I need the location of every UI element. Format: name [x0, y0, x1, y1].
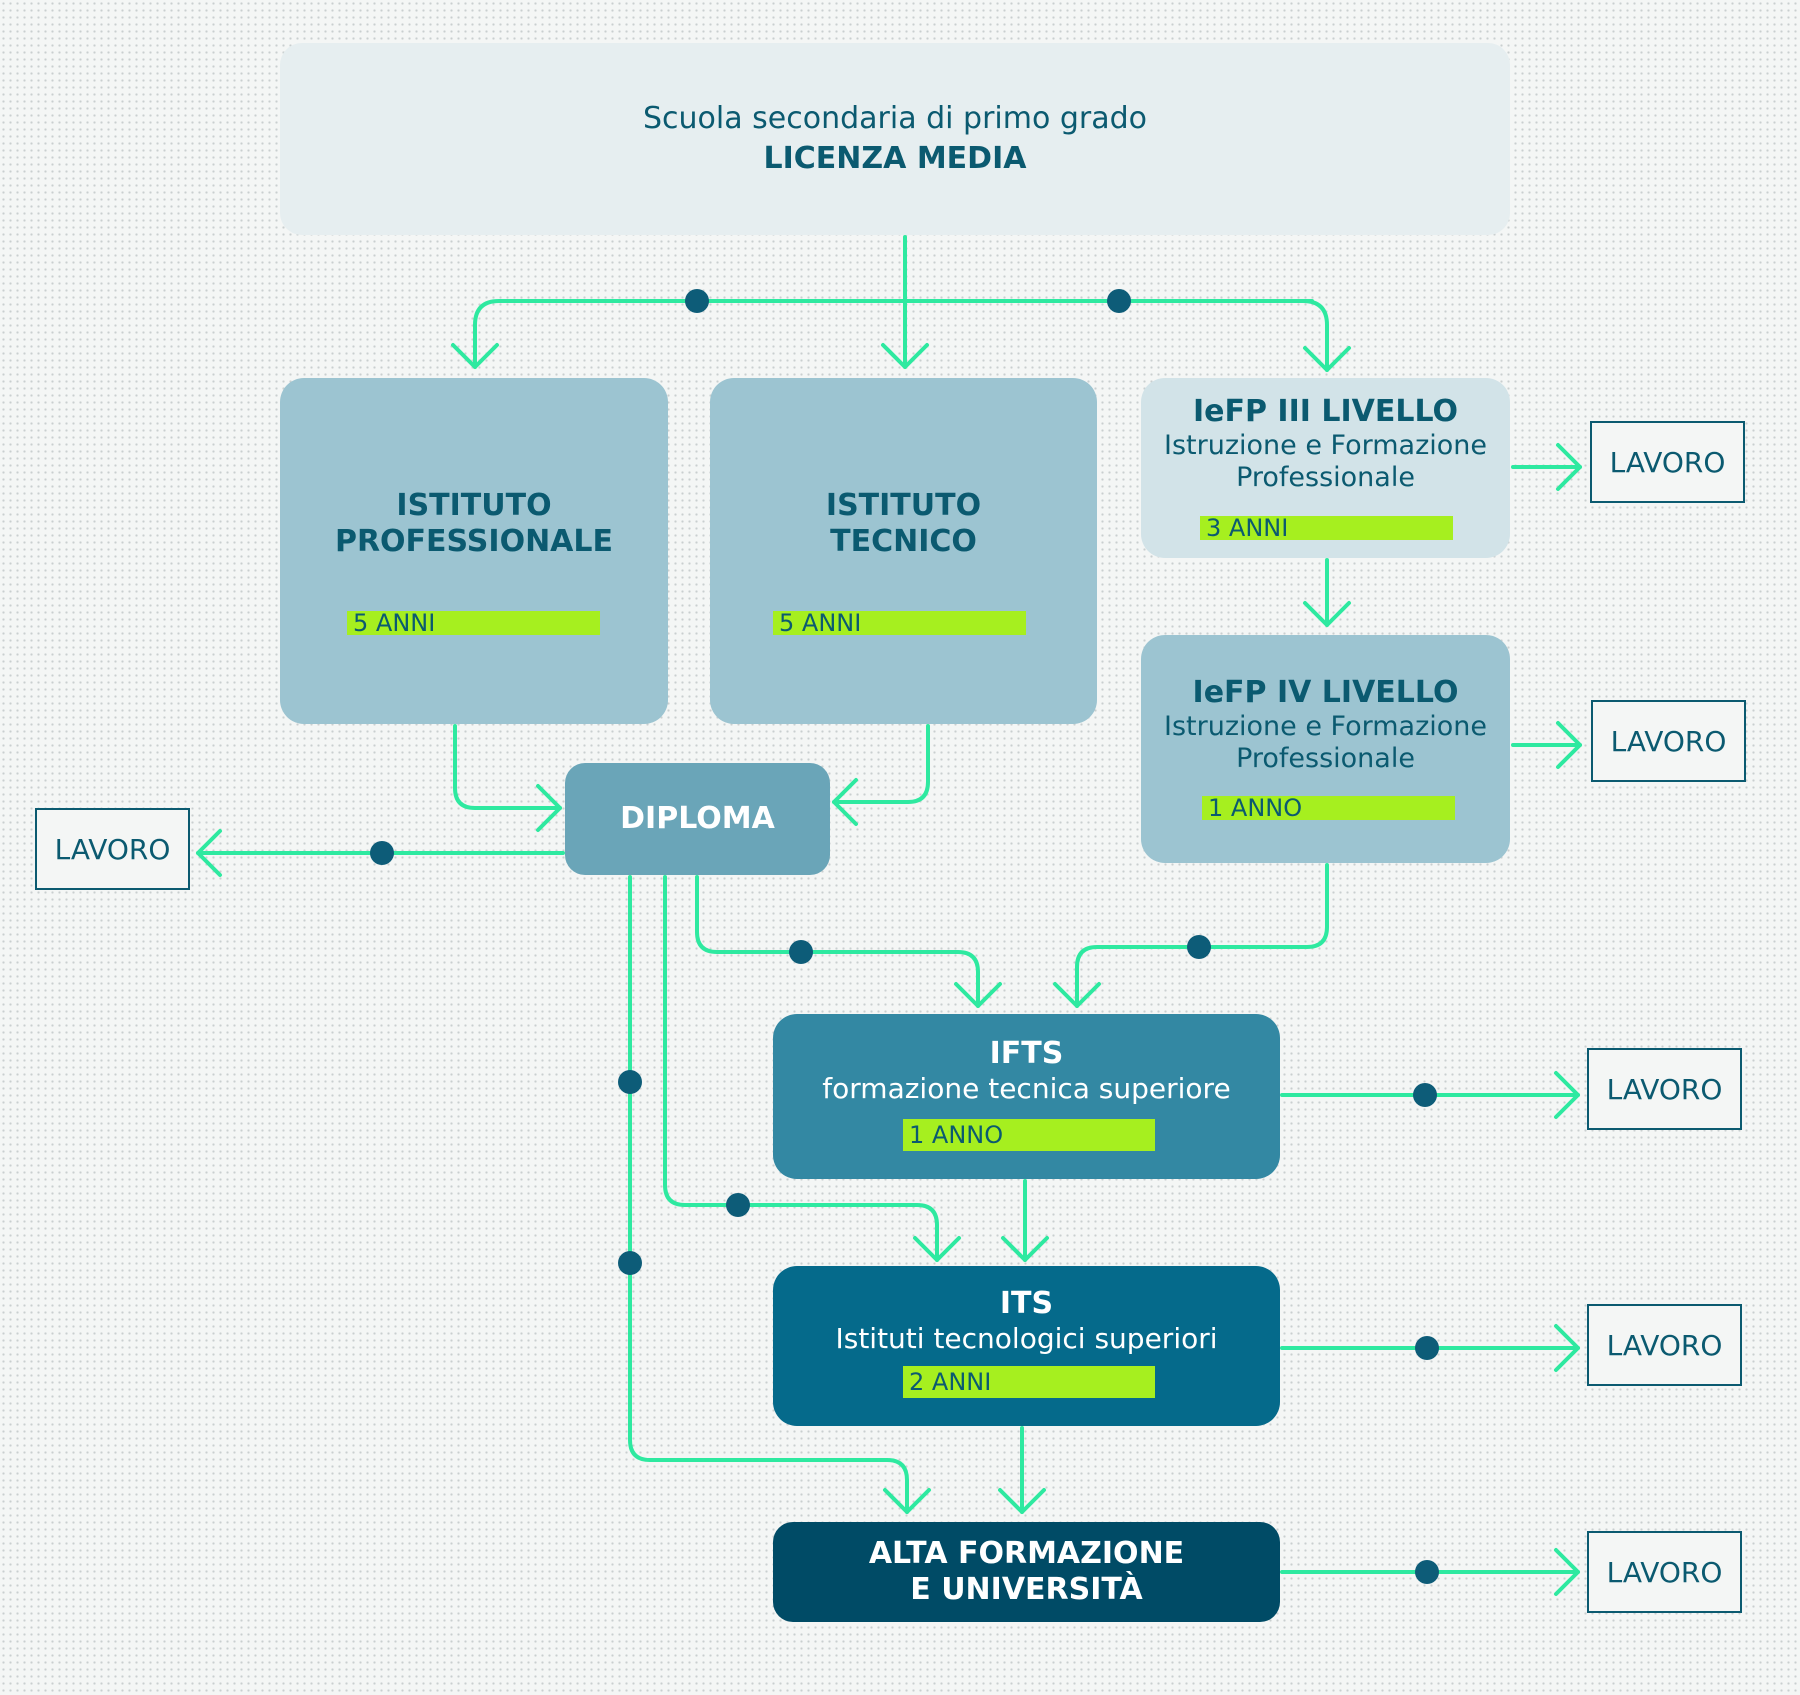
arrowhead-alta-right [998, 1488, 1046, 1514]
licenza-media-box: Scuola secondaria di primo grado LICENZA… [280, 43, 1510, 235]
connector-dot [370, 841, 394, 865]
iefp-iii-line2: Professionale [1236, 462, 1415, 493]
ifts-duration-tag: 1 ANNO [903, 1119, 1155, 1151]
its-title: ITS [999, 1286, 1054, 1321]
arrowhead-iefp-iv [1303, 601, 1351, 627]
connector-dot [789, 940, 813, 964]
connector-dot [1107, 289, 1131, 313]
iefp-iv-box: IeFP IV LIVELLO Istruzione e Formazione … [1141, 635, 1510, 863]
connector-dot [618, 1251, 642, 1275]
arrowhead-lavoro-diploma [196, 829, 222, 877]
line-top-to-professionale [473, 299, 1314, 369]
licenza-media-title: LICENZA MEDIA [763, 141, 1027, 176]
diploma-box: DIPLOMA [565, 763, 830, 875]
line-tecnico-to-diploma [832, 724, 930, 804]
connector-dot [685, 289, 709, 313]
ifts-box: IFTS formazione tecnica superiore [773, 1014, 1280, 1179]
tecnico-line2: TECNICO [830, 524, 977, 559]
alta-formazione-box: ALTA FORMAZIONE E UNIVERSITÀ [773, 1522, 1280, 1622]
arrowhead-lavoro-its [1554, 1324, 1580, 1372]
ifts-title: IFTS [989, 1036, 1064, 1071]
licenza-media-subtitle: Scuola secondaria di primo grado [642, 101, 1148, 136]
arrowhead-ifts-right [1053, 982, 1101, 1008]
iefp-iv-line2: Professionale [1236, 743, 1415, 774]
professionale-line1: ISTITUTO [396, 488, 552, 523]
lavoro-box-ifts: LAVORO [1587, 1048, 1742, 1130]
connector-dot [1413, 1083, 1437, 1107]
arrowhead-iefp-iii [1303, 346, 1351, 372]
arrowhead-diploma-right [832, 778, 858, 826]
its-box: ITS Istituti tecnologici superiori [773, 1266, 1280, 1426]
professionale-line2: PROFESSIONALE [334, 524, 614, 559]
arrowhead-tecnico [881, 343, 929, 369]
arrowhead-its-left [913, 1236, 961, 1262]
arrowhead-lavoro-iefp-iii [1556, 443, 1582, 491]
connector-dot [1187, 935, 1211, 959]
connector-dot [1415, 1336, 1439, 1360]
its-duration-tag: 2 ANNI [903, 1366, 1155, 1398]
tecnico-duration-tag: 5 ANNI [773, 611, 1026, 635]
lavoro-box-diploma: LAVORO [35, 808, 190, 890]
iefp-iii-title: IeFP III LIVELLO [1192, 394, 1459, 429]
arrowhead-lavoro-alta [1554, 1548, 1580, 1596]
line-diploma-to-alta [628, 875, 909, 1514]
arrowhead-diploma-left [536, 784, 562, 832]
professionale-duration-tag: 5 ANNI [347, 611, 600, 635]
line-diploma-to-ifts [695, 875, 980, 1008]
iefp-iv-title: IeFP IV LIVELLO [1192, 675, 1459, 710]
diploma-label: DIPLOMA [620, 801, 775, 836]
iefp-iii-duration-tag: 3 ANNI [1200, 516, 1453, 540]
line-professionale-to-diploma [453, 724, 562, 810]
its-subtitle: Istituti tecnologici superiori [835, 1322, 1218, 1355]
istituto-professionale-box: ISTITUTO PROFESSIONALE [280, 378, 668, 724]
lavoro-box-iefp-iv: LAVORO [1591, 700, 1746, 782]
lavoro-box-its: LAVORO [1587, 1304, 1742, 1386]
arrowhead-lavoro-ifts [1554, 1071, 1580, 1119]
lavoro-box-alta: LAVORO [1587, 1531, 1742, 1613]
alta-line1: ALTA FORMAZIONE [868, 1536, 1185, 1571]
ifts-subtitle: formazione tecnica superiore [822, 1072, 1231, 1105]
alta-line2: E UNIVERSITÀ [910, 1572, 1143, 1607]
arrowhead-ifts-left [954, 982, 1002, 1008]
connector-dot [726, 1193, 750, 1217]
arrowhead-alta-left [883, 1488, 931, 1514]
arrowhead-lavoro-iefp-iv [1556, 721, 1582, 769]
tecnico-line1: ISTITUTO [825, 488, 982, 523]
iefp-iii-line1: Istruzione e Formazione [1164, 430, 1487, 461]
iefp-iv-duration-tag: 1 ANNO [1202, 796, 1455, 820]
connector-dot [618, 1070, 642, 1094]
line-top-to-iefp-iii [903, 299, 1329, 372]
iefp-iv-line1: Istruzione e Formazione [1164, 711, 1487, 742]
line-diploma-to-its [663, 875, 939, 1262]
arrowhead-its-right [1001, 1236, 1049, 1262]
connector-dot [1415, 1560, 1439, 1584]
arrowhead-professionale [451, 343, 499, 369]
istituto-tecnico-box: ISTITUTO TECNICO [710, 378, 1097, 724]
lavoro-box-iefp-iii: LAVORO [1590, 421, 1745, 503]
